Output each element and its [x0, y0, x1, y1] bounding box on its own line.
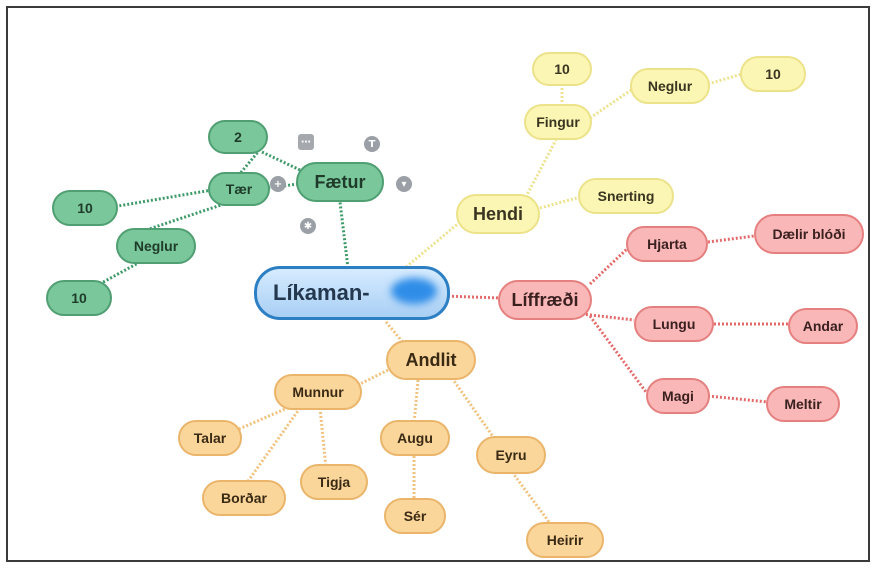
- topic-ser[interactable]: Sér: [384, 498, 446, 534]
- topic-snerting[interactable]: Snerting: [578, 178, 674, 214]
- link-taer-neglur: [139, 202, 225, 234]
- topic-munnur-label: Munnur: [292, 384, 344, 400]
- link-two-faetur: [261, 150, 301, 172]
- add-icon[interactable]: +: [270, 176, 286, 192]
- topic-taer-ten[interactable]: 10: [52, 190, 118, 226]
- topic-neglur-ten[interactable]: 10: [46, 280, 112, 316]
- topic-taer-label: Tær: [225, 181, 253, 197]
- topic-hendi-label: Hendi: [472, 203, 523, 224]
- topic-fingur-ten[interactable]: 10: [532, 52, 592, 86]
- topic-fingur-ten-label: 10: [554, 61, 570, 77]
- topic-augu[interactable]: Augu: [380, 420, 450, 456]
- topic-fingur[interactable]: Fingur: [524, 104, 592, 140]
- link-liffraedi-lungu: [581, 312, 635, 322]
- link-neglur-ten: [707, 72, 743, 86]
- topic-eyru-label: Eyru: [495, 447, 527, 463]
- link-munnur-talar: [231, 404, 293, 434]
- topic-bordar[interactable]: Borðar: [202, 480, 286, 516]
- link-center-liffraedi: [443, 294, 501, 300]
- topic-andlit[interactable]: Andlit: [386, 340, 476, 380]
- link-munnur-bordar: [244, 407, 302, 485]
- topic-meltir-label: Meltir: [784, 396, 822, 412]
- topic-taer[interactable]: Tær: [208, 172, 270, 206]
- topic-augu-label: Augu: [397, 430, 433, 446]
- topic-andlit-label: Andlit: [405, 349, 457, 370]
- topic-tigja-label: Tigja: [317, 474, 351, 490]
- topic-talar-label: Talar: [193, 430, 227, 446]
- topic-andar-label: Andar: [802, 318, 844, 334]
- topic-lungu[interactable]: Lungu: [634, 306, 714, 342]
- topic-lungu-label: Lungu: [652, 316, 696, 332]
- redacted-blur: [391, 278, 437, 304]
- topic-hjarta[interactable]: Hjarta: [626, 226, 708, 262]
- topic-hendi[interactable]: Hendi: [456, 194, 540, 234]
- topic-taer-ten-label: 10: [77, 200, 93, 216]
- link-center-andlit: [384, 321, 408, 347]
- topic-liffraedi-label: Líffræði: [511, 289, 579, 310]
- topic-andar[interactable]: Andar: [788, 308, 858, 344]
- link-andlit-augu: [412, 379, 420, 425]
- menu-icon[interactable]: ⋯: [298, 134, 314, 150]
- topic-talar[interactable]: Talar: [178, 420, 242, 456]
- topic-neglur-ten-right[interactable]: 10: [740, 56, 806, 92]
- topic-neglur-ten-right-label: 10: [765, 66, 781, 82]
- topic-faetur-neglur[interactable]: Neglur: [116, 228, 196, 264]
- topic-neglur-ten-label: 10: [71, 290, 87, 306]
- central-topic-label: Líkaman-: [273, 280, 370, 305]
- link-andlit-munnur: [355, 368, 389, 388]
- settings-icon[interactable]: ✱: [300, 218, 316, 234]
- text-icon[interactable]: T: [364, 136, 380, 152]
- link-taer-ten: [117, 188, 213, 208]
- link-hjarta-daelir: [707, 234, 755, 244]
- topic-liffraedi[interactable]: Líffræði: [498, 280, 592, 320]
- topic-daelir[interactable]: Dælir blóði: [754, 214, 864, 254]
- link-liffraedi-hjarta: [588, 246, 630, 286]
- topic-daelir-label: Dælir blóði: [772, 226, 846, 242]
- topic-bordar-label: Borðar: [221, 490, 267, 506]
- topic-magi[interactable]: Magi: [646, 378, 710, 414]
- link-andlit-eyru: [450, 377, 496, 439]
- link-eyru-heirir: [510, 471, 554, 527]
- topic-faetur-neglur-label: Neglur: [133, 238, 179, 254]
- topic-hendi-neglur[interactable]: Neglur: [630, 68, 710, 104]
- topic-heirir[interactable]: Heirir: [526, 522, 604, 558]
- topic-hjarta-label: Hjarta: [647, 236, 687, 252]
- link-munnur-tigja: [318, 407, 328, 469]
- topic-hendi-neglur-label: Neglur: [647, 78, 693, 94]
- topic-faetur-label: Fætur: [314, 171, 366, 192]
- topic-ser-label: Sér: [403, 508, 427, 524]
- link-magi-meltir: [707, 394, 769, 404]
- central-topic[interactable]: Líkaman-: [254, 266, 450, 320]
- topic-two-label: 2: [234, 129, 242, 145]
- link-center-faetur: [338, 201, 350, 269]
- topic-eyru[interactable]: Eyru: [476, 436, 546, 474]
- topic-meltir[interactable]: Meltir: [766, 386, 840, 422]
- topic-heirir-label: Heirir: [546, 532, 584, 548]
- topic-faetur[interactable]: Fætur: [296, 162, 384, 202]
- topic-two[interactable]: 2: [208, 120, 268, 154]
- topic-magi-label: Magi: [662, 388, 694, 404]
- topic-snerting-label: Snerting: [597, 188, 655, 204]
- collapse-icon[interactable]: ▾: [396, 176, 412, 192]
- topic-fingur-label: Fingur: [536, 114, 580, 130]
- topic-munnur[interactable]: Munnur: [274, 374, 362, 410]
- topic-tigja[interactable]: Tigja: [300, 464, 368, 500]
